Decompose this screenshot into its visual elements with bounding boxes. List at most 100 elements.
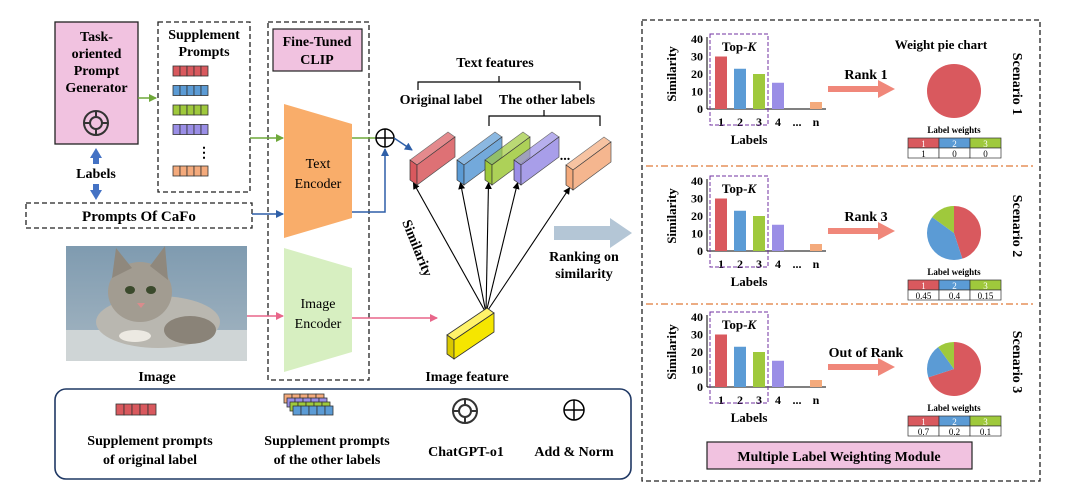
image-caption: Image [138, 370, 175, 385]
legend-chatgpt-text: ChatGPT-o1 [428, 445, 504, 460]
arrow-up-icon [90, 148, 102, 164]
x-tick-label: 1 [718, 393, 724, 407]
pie-slice [927, 217, 963, 260]
y-tick-label: 10 [691, 227, 703, 241]
legend-original-2: of original label [103, 453, 197, 468]
y-tick-label: 30 [691, 328, 703, 342]
topk-box [709, 175, 769, 268]
bar-4 [772, 360, 784, 387]
image-feature-text: Image feature [425, 370, 508, 385]
legend-chatgpt-icon [452, 398, 478, 424]
legend-strip [115, 403, 157, 416]
weights-label: Label weights [927, 125, 981, 135]
rank-arrow [828, 358, 895, 376]
y-tick-label: 10 [691, 85, 703, 99]
topk-label: Top-K [722, 39, 758, 54]
x-tick-label: 3 [756, 257, 762, 271]
weight-value-text: 0.1 [980, 427, 991, 437]
y-tick-label: 10 [691, 363, 703, 377]
x-axis-label: Labels [731, 132, 768, 147]
pie-slice [927, 64, 981, 118]
bar-n [810, 102, 822, 109]
original-label-text: Original label [400, 93, 483, 108]
y-tick-label: 30 [691, 50, 703, 64]
weight-header-text: 1 [921, 417, 926, 427]
bar-1 [715, 56, 727, 109]
text-encoder-1: Text [306, 157, 331, 172]
y-tick-label: 40 [691, 32, 703, 46]
rank-label: Rank 3 [844, 210, 887, 225]
weight-header-text: 2 [952, 417, 957, 427]
pie-slice [926, 347, 954, 378]
scenario-label: Scenario 3 [1009, 331, 1024, 394]
prompt-strip [172, 85, 209, 96]
x-tick-label: 2 [737, 393, 743, 407]
supplement-prompts-box: Supplement Prompts ⋮ [157, 21, 251, 193]
cafo-box [25, 202, 253, 229]
module-title: Multiple Label Weighting Module [737, 450, 940, 465]
similarity-lines [413, 182, 571, 314]
prompt-strip [172, 165, 209, 177]
x-tick-label: 1 [718, 257, 724, 271]
text-feature-bar [565, 136, 612, 191]
legend-addnorm-text: Add & Norm [534, 445, 614, 460]
weight-value-text: 0.45 [916, 291, 932, 301]
weighting-module-box [641, 19, 1041, 482]
similarity-line [485, 182, 520, 314]
other-labels-text: The other labels [499, 93, 596, 108]
generator-line-1: Task- [80, 30, 113, 45]
text-feature-bar [456, 131, 503, 186]
pie-chart-title: Weight pie chart [895, 37, 988, 52]
add-to-features-arrow [393, 137, 413, 151]
bar-3 [753, 216, 765, 251]
weight-value-cell [969, 289, 1002, 301]
bar-4 [772, 82, 784, 109]
generator-line-3: Prompt [74, 64, 120, 79]
arrow-down-icon [90, 184, 102, 200]
encoder-up-arrow [352, 148, 389, 213]
x-tick-label: 4 [775, 393, 781, 407]
pie-slice [938, 342, 954, 369]
x-tick-label: ... [793, 257, 802, 271]
weight-header-text: 3 [983, 139, 988, 149]
bar-2 [734, 68, 746, 109]
bar-n [810, 244, 822, 251]
chatgpt-icon [83, 110, 109, 136]
similarity-line [485, 187, 571, 314]
bar-3 [753, 74, 765, 109]
features-ellipsis: ... [560, 149, 571, 164]
clip-title-1: Fine-Tuned [283, 35, 352, 50]
legend-strip [292, 405, 334, 416]
weight-value-text: 0.15 [978, 291, 994, 301]
weight-value-cell [969, 147, 1002, 159]
similarity-line [484, 182, 492, 314]
prompt-strip [172, 65, 209, 77]
add-norm-node [375, 128, 395, 148]
y-tick-label: 40 [691, 310, 703, 324]
weight-value-text: 0 [952, 149, 957, 159]
weight-value-text: 0.4 [949, 291, 961, 301]
scenario-label: Scenario 2 [1009, 195, 1024, 258]
y-axis-label: Similarity [664, 46, 679, 102]
topk-label: Top-K [722, 181, 758, 196]
image-feature-bar [446, 307, 495, 360]
rank-arrow [828, 222, 895, 240]
text-encoder-2: Encoder [295, 177, 342, 192]
image-encoder-shape [284, 248, 352, 372]
other-labels-brace [488, 110, 601, 126]
prompt-strip [172, 104, 209, 116]
x-tick-label: 4 [775, 115, 781, 129]
image-encoder-2: Encoder [295, 317, 342, 332]
x-tick-label: n [813, 115, 820, 129]
image-encoder-1: Image [301, 297, 336, 312]
legend-box [54, 388, 632, 480]
legend-prompt-original-icon [115, 403, 157, 416]
labels-text: Labels [76, 167, 116, 182]
weight-header-text: 2 [952, 281, 957, 291]
rank-arrow [828, 80, 895, 98]
x-tick-label: n [813, 393, 820, 407]
weight-header-text: 3 [983, 281, 988, 291]
weight-value-text: 0.2 [949, 427, 960, 437]
